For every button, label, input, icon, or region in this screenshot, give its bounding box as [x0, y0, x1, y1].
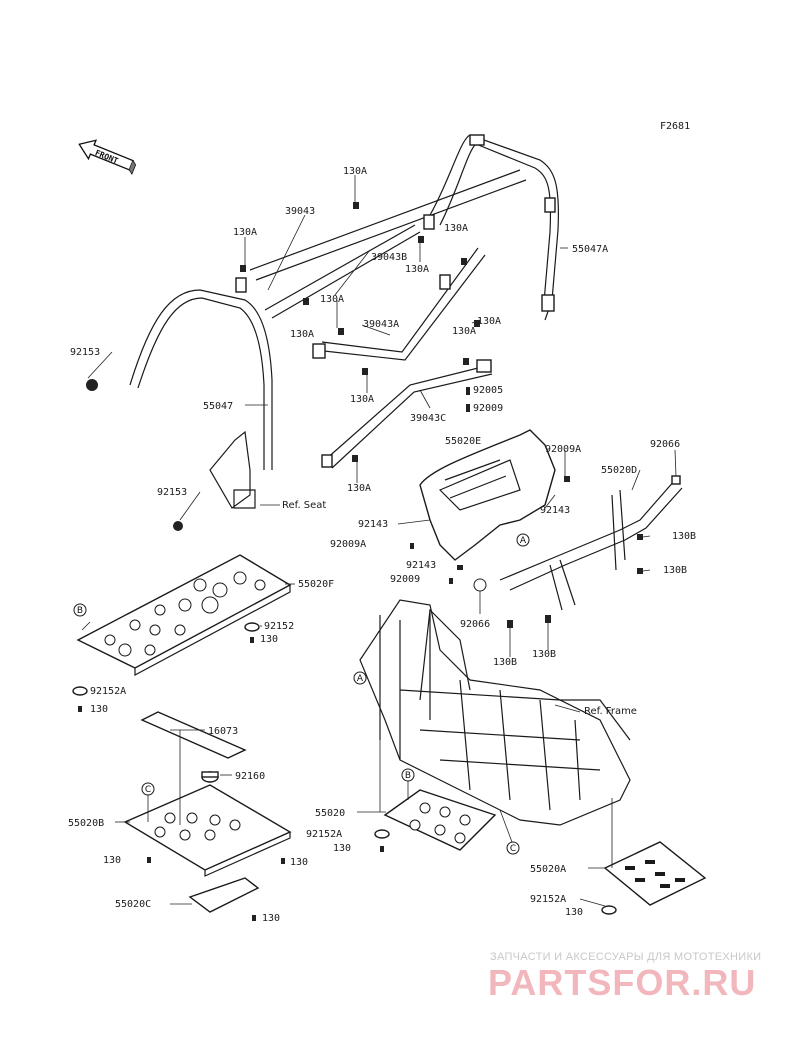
- label-92009: 92009: [390, 574, 420, 585]
- label-130A: 130A: [405, 264, 429, 275]
- svg-text:A: A: [357, 674, 364, 684]
- figure-id: F2681: [660, 121, 690, 132]
- washer-icons: [72, 622, 617, 921]
- skid-plate-55020C-drawing: [188, 877, 260, 913]
- ref-seat: Ref. Seat: [282, 500, 326, 511]
- label-92143: 92143: [540, 505, 570, 516]
- label-130: 130: [90, 704, 108, 715]
- label-55047A: 55047A: [572, 244, 608, 255]
- svg-text:B: B: [405, 771, 411, 781]
- label-55020C: 55020C: [115, 899, 151, 910]
- label-130: 130: [290, 857, 308, 868]
- label-130A: 130A: [350, 394, 374, 405]
- part-16073-drawing: [140, 711, 247, 759]
- label-130B: 130B: [493, 657, 517, 668]
- label-92153: 92153: [157, 487, 187, 498]
- callout-circle-b2: B: [401, 768, 415, 782]
- label-92160: 92160: [235, 771, 265, 782]
- label-130A: 130A: [444, 223, 468, 234]
- label-130A: 130A: [290, 329, 314, 340]
- label-55020B: 55020B: [68, 818, 104, 829]
- seat-frame-drawing: [499, 475, 683, 611]
- label-130B: 130B: [532, 649, 556, 660]
- seat-base-drawing: [419, 429, 556, 561]
- label-92005: 92005: [473, 385, 503, 396]
- label-92009A: 92009A: [330, 539, 366, 550]
- front-arrow-icon: FRONT: [78, 139, 137, 176]
- skid-plate-55020F-drawing: [76, 554, 292, 677]
- callout-circle-a1: A: [516, 533, 530, 547]
- label-92152A: 92152A: [90, 686, 126, 697]
- skid-plate-55020A-drawing: [603, 841, 707, 906]
- label-130: 130: [103, 855, 121, 866]
- label-39043C: 39043C: [410, 413, 446, 424]
- label-55047: 55047: [203, 401, 233, 412]
- label-39043A: 39043A: [363, 319, 399, 330]
- fastener-icons: [86, 202, 643, 628]
- label-92153: 92153: [70, 347, 100, 358]
- label-55020E: 55020E: [445, 436, 481, 447]
- label-92009: 92009: [473, 403, 503, 414]
- label-92152A: 92152A: [306, 829, 342, 840]
- part-labels: 130A 39043 130A 39043B 130A 130A 55047A …: [68, 166, 696, 924]
- callout-circle-a2: A: [353, 671, 367, 685]
- label-39043: 39043: [285, 206, 315, 217]
- label-92143: 92143: [406, 560, 436, 571]
- label-130A: 130A: [347, 483, 371, 494]
- label-130A: 130A: [452, 326, 476, 337]
- svg-text:A: A: [520, 536, 527, 546]
- label-92143: 92143: [358, 519, 388, 530]
- watermark-logo: PARTSFOR.RU: [488, 962, 757, 1003]
- label-130: 130: [262, 913, 280, 924]
- label-92066: 92066: [460, 619, 490, 630]
- label-92009A: 92009A: [545, 444, 581, 455]
- label-16073: 16073: [208, 726, 238, 737]
- svg-text:B: B: [77, 606, 83, 616]
- leader-lines: [81, 175, 677, 907]
- label-130A: 130A: [320, 294, 344, 305]
- svg-text:C: C: [510, 844, 516, 854]
- label-130: 130: [260, 634, 278, 645]
- label-130A: 130A: [233, 227, 257, 238]
- label-130: 130: [333, 843, 351, 854]
- label-130: 130: [565, 907, 583, 918]
- callout-circle-c1: C: [141, 782, 155, 796]
- label-55020D: 55020D: [601, 465, 637, 476]
- svg-text:C: C: [145, 785, 151, 795]
- ref-frame: Ref. Frame: [584, 706, 637, 717]
- label-92152: 92152: [264, 621, 294, 632]
- callout-circle-c2: C: [506, 841, 520, 855]
- label-55020A: 55020A: [530, 864, 566, 875]
- rops-cage-drawing: [129, 134, 560, 509]
- watermark-tagline: ЗАПЧАСТИ И АКСЕССУАРЫ ДЛЯ МОТОТЕХНИКИ: [490, 951, 762, 963]
- label-39043B: 39043B: [371, 252, 407, 263]
- label-92066: 92066: [650, 439, 680, 450]
- label-130B: 130B: [672, 531, 696, 542]
- label-55020: 55020: [315, 808, 345, 819]
- label-130A: 130A: [343, 166, 367, 177]
- part-92160-drawing: [201, 771, 219, 783]
- skid-plate-55020B-drawing: [123, 784, 292, 877]
- label-92152A: 92152A: [530, 894, 566, 905]
- label-130B: 130B: [663, 565, 687, 576]
- label-130A: 130A: [477, 316, 501, 327]
- callout-circle-b1: B: [73, 603, 87, 617]
- label-55020F: 55020F: [298, 579, 334, 590]
